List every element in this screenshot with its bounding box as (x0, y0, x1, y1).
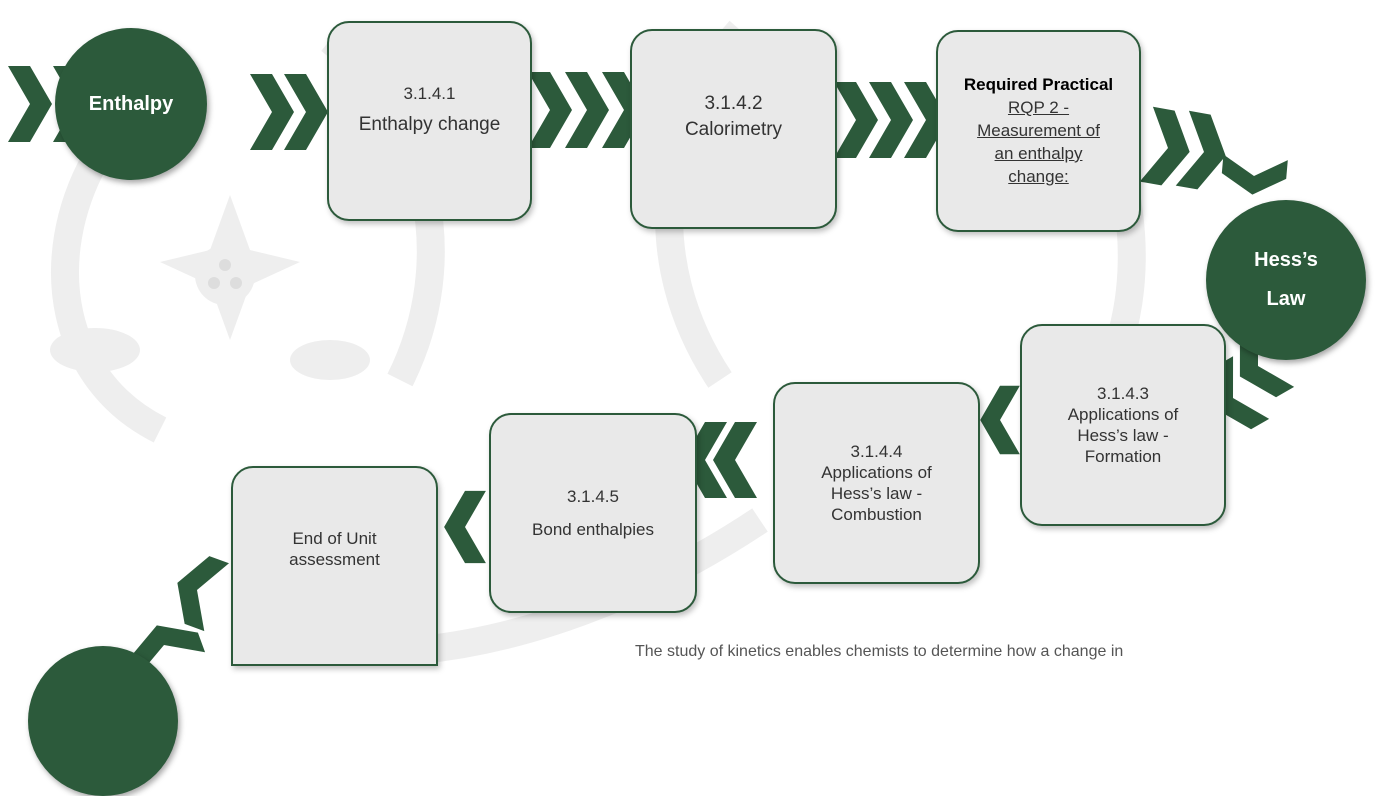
chevron-arrow-icon (444, 490, 486, 564)
end-of-unit-box[interactable]: End of Unit assessment (231, 466, 438, 666)
topic-title-line: Hess’s law - (830, 484, 923, 503)
chevron-arrow-icon (980, 385, 1020, 455)
chevron-arrow-icon (250, 74, 294, 150)
required-practical-box[interactable]: Required Practical RQP 2 - Measurement o… (936, 30, 1141, 232)
hess-law-hub-label-line1: Hess’s (1254, 249, 1318, 271)
topic-box-3-1-4-4[interactable]: 3.1.4.4 Applications of Hess’s law - Com… (773, 382, 980, 584)
topic-code: 3.1.4.1 (403, 84, 456, 103)
enthalpy-hub-circle[interactable]: Enthalpy (55, 28, 207, 180)
next-topic-hub-circle[interactable] (28, 646, 178, 796)
topic-box-3-1-4-2[interactable]: 3.1.4.2 Calorimetry (630, 29, 837, 229)
chevron-arrow-icon (177, 556, 229, 632)
topic-title: Calorimetry (684, 118, 783, 140)
hess-law-hub-label-line2: Law (1266, 288, 1306, 310)
end-of-unit-line: assessment (289, 550, 380, 569)
topic-title-line: Applications of (1067, 404, 1179, 424)
chevron-arrow-icon (8, 66, 52, 142)
enthalpy-hub-label: Enthalpy (88, 92, 174, 115)
rqp2-link-line[interactable]: RQP 2 - (1007, 97, 1070, 117)
topic-code: 3.1.4.2 (704, 93, 763, 114)
chevron-arrow-icon (1139, 106, 1190, 186)
chevron-arrow-icon (284, 74, 328, 150)
topic-box-3-1-4-5[interactable]: 3.1.4.5 Bond enthalpies (489, 413, 697, 613)
topic-title-line: Combustion (831, 505, 922, 525)
topic-box-3-1-4-3[interactable]: 3.1.4.3 Applications of Hess’s law - For… (1020, 324, 1226, 526)
chevron-arrow-icon (1221, 154, 1288, 195)
chevron-arrow-icon (528, 72, 572, 148)
chevron-arrow-icon (130, 625, 206, 666)
topic-code: 3.1.4.5 (567, 486, 619, 506)
topic-title: Enthalpy change (358, 114, 501, 136)
topic-box-3-1-4-1[interactable]: 3.1.4.1 Enthalpy change (327, 21, 532, 221)
topic-code: 3.1.4.4 (850, 441, 903, 461)
chevron-arrow-icon (565, 72, 609, 148)
topic-code: 3.1.4.3 (1097, 383, 1149, 403)
hess-law-hub-circle[interactable]: Hess’s Law (1206, 200, 1366, 360)
rqp2-link-line[interactable]: change: (1008, 166, 1069, 186)
chevron-arrow-icon (1175, 110, 1226, 190)
footnote-text: The study of kinetics enables chemists t… (635, 643, 1124, 660)
topic-title: Bond enthalpies (532, 520, 654, 539)
rqp2-link-line[interactable]: Measurement of (977, 120, 1100, 140)
chevron-arrow-icon (713, 422, 757, 498)
end-of-unit-line: End of Unit (292, 528, 377, 548)
topic-title-line: Applications of (821, 462, 932, 482)
topic-title-line: Formation (1084, 447, 1162, 467)
chevron-arrow-icon (1214, 356, 1270, 430)
rqp2-link-line[interactable]: an enthalpy (994, 143, 1083, 163)
chevron-arrow-icon (869, 82, 913, 158)
topic-title-line: Hess’s law - (1077, 426, 1169, 445)
required-practical-heading: Required Practical (963, 75, 1114, 94)
chevron-arrow-icon (834, 82, 878, 158)
